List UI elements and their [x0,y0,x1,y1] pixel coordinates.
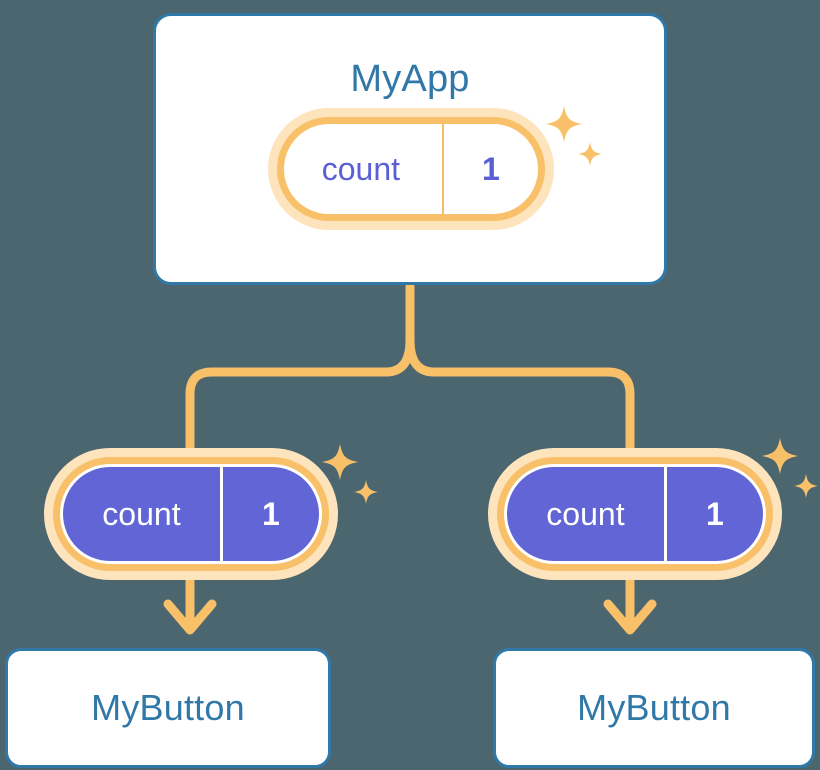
signal-pill-child-right-body: count 1 [507,467,763,561]
signal-pill-child-left-body: count 1 [63,467,319,561]
signal-pill-child-left-value: 1 [219,467,319,561]
card-mybutton-right-title: MyButton [577,687,731,728]
signal-pill-child-left-inner: count 1 [53,457,329,571]
card-myapp-title: MyApp [350,58,470,100]
signal-pill-child-right-inner: count 1 [497,457,773,571]
arrowhead-left [163,599,217,635]
signal-pill-myapp[interactable]: count 1 [268,108,554,230]
signal-pill-child-left-name: count [102,496,181,532]
connector-branch-right [405,339,635,452]
signal-pill-child-right-name: count [546,496,625,532]
signal-pill-child-right-value: 1 [663,467,763,561]
signal-pill-myapp-name: count [321,151,401,187]
signal-pill-child-right[interactable]: count 1 [488,448,782,580]
signal-pill-myapp-inner: count 1 [277,117,545,221]
card-mybutton-left-title: MyButton [91,687,245,728]
sparkle-small-icon [354,480,378,504]
card-mybutton-right[interactable]: MyButton [493,648,815,768]
arrowhead-right [603,599,657,635]
signal-pill-myapp-value: 1 [441,124,538,214]
sparkle-large-icon [322,444,358,480]
sparkle-large-icon [762,438,798,474]
connector-branch-left [185,339,415,452]
signal-pill-child-left[interactable]: count 1 [44,448,338,580]
sparkle-small-icon [794,474,818,498]
card-mybutton-left[interactable]: MyButton [5,648,331,768]
